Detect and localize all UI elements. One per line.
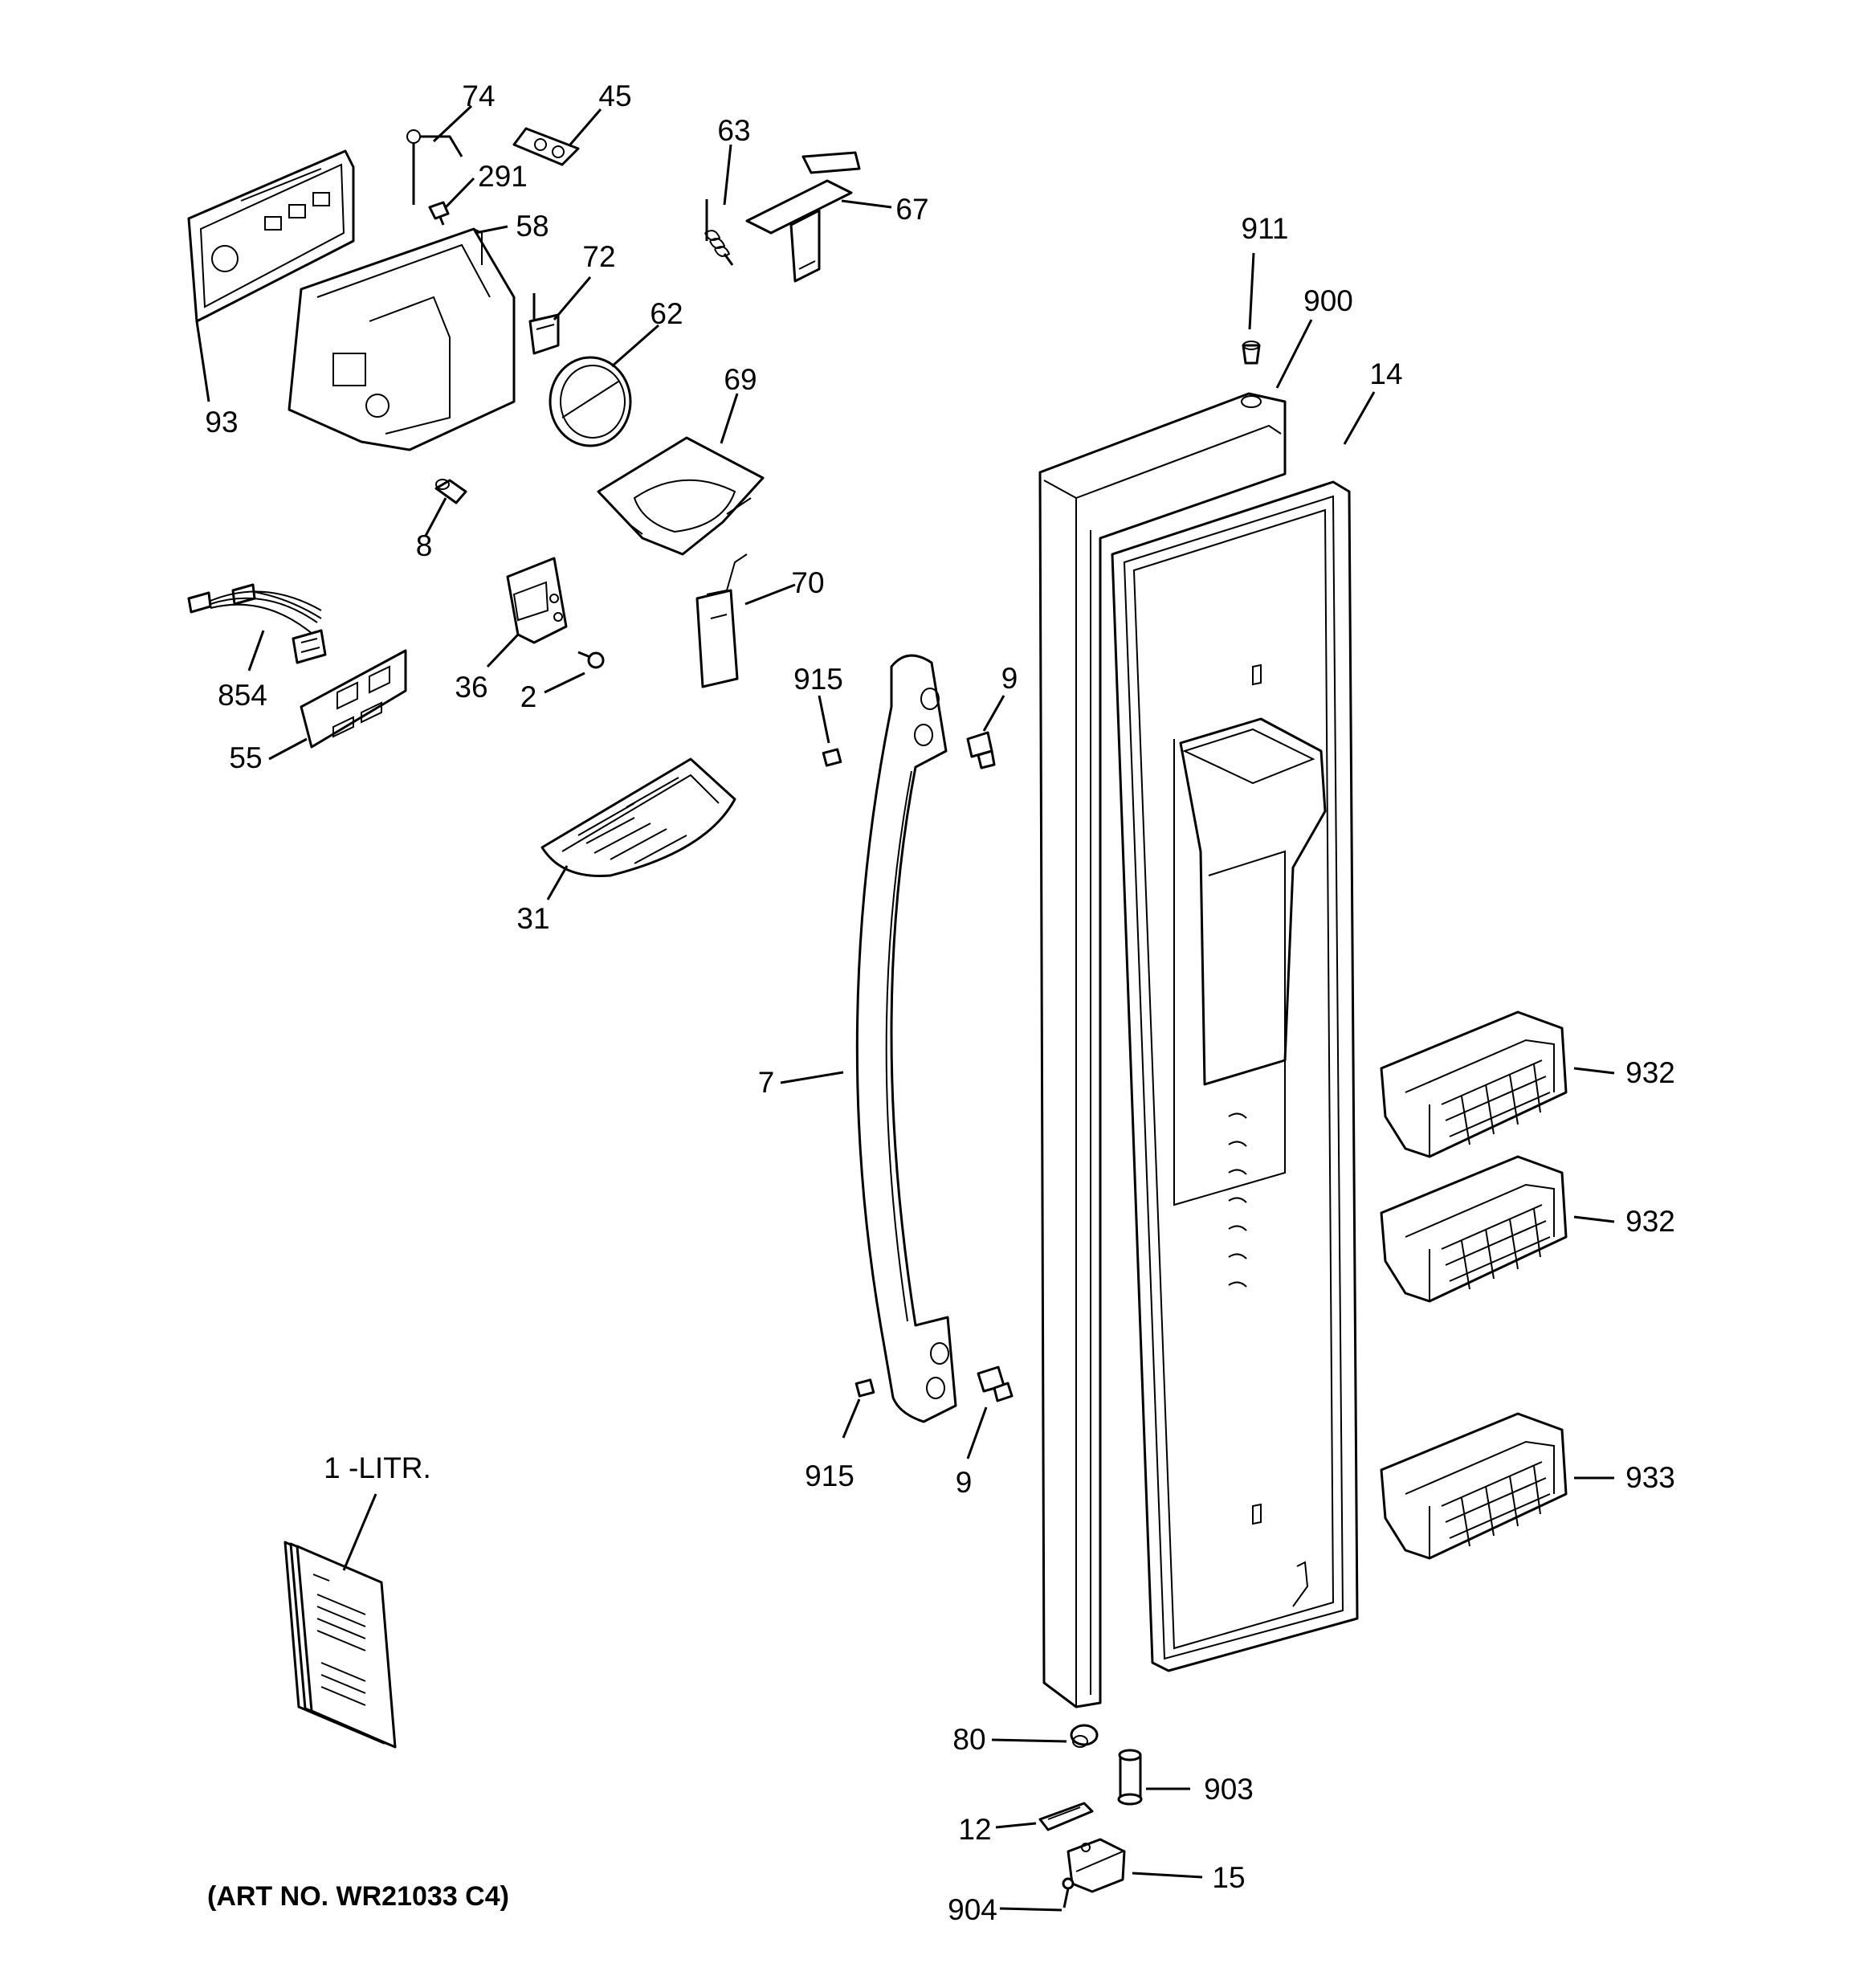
part-2-screw: [577, 651, 605, 669]
callout-14: 14: [1369, 357, 1402, 390]
callout-932-middle: 932: [1625, 1205, 1675, 1238]
callout-915-upper: 915: [793, 663, 843, 696]
part-15-hinge: [1067, 1838, 1126, 1893]
callout-1-litr: 1 -LITR.: [324, 1451, 431, 1484]
callout-67: 67: [895, 193, 928, 226]
part-36-bracket: [506, 557, 568, 644]
callout-45: 45: [598, 80, 631, 112]
callout-854: 854: [218, 679, 267, 712]
callout-932-upper: 932: [1625, 1056, 1675, 1089]
part-74-spring: [406, 129, 463, 205]
callout-72: 72: [582, 240, 615, 273]
callout-12: 12: [958, 1813, 991, 1846]
part-69-chute: [597, 436, 765, 556]
part-9-stud-upper: [966, 731, 996, 769]
callout-900: 900: [1303, 284, 1353, 317]
callout-63: 63: [717, 114, 750, 147]
part-904-screw: [1062, 1877, 1075, 1908]
part-14-door-gasket: [1111, 480, 1359, 1672]
callout-904: 904: [948, 1893, 997, 1926]
part-72-switch: [528, 293, 560, 355]
callout-62: 62: [650, 297, 683, 330]
part-932-door-bin-upper: [1380, 1010, 1568, 1158]
callout-903: 903: [1204, 1773, 1254, 1806]
part-9-stud-lower: [977, 1365, 1014, 1402]
callout-915-lower: 915: [805, 1459, 854, 1492]
callout-74: 74: [462, 80, 495, 112]
part-55-board: [300, 649, 407, 749]
part-932-door-bin-middle: [1380, 1155, 1568, 1303]
part-900-door-shell: [1038, 341, 1287, 1708]
part-62-ring: [549, 356, 632, 447]
part-7-door-handle: [855, 654, 957, 1423]
part-8-plug: [434, 479, 467, 504]
part-93-control-panel: [187, 149, 355, 323]
callout-15: 15: [1212, 1861, 1245, 1894]
callout-36: 36: [455, 671, 487, 704]
part-58-dispenser-housing: [288, 227, 516, 451]
part-70-flap: [695, 553, 748, 688]
callout-labels: 74 45 63 291 58 67 72 62 93 69 911 900 1…: [205, 80, 1674, 1926]
callout-911: 911: [1242, 212, 1289, 245]
part-915-set-screw-lower: [854, 1378, 875, 1398]
callout-55: 55: [229, 741, 262, 774]
callout-9-lower: 9: [956, 1466, 973, 1499]
callout-70: 70: [791, 566, 824, 599]
part-80-door-stop: [1070, 1724, 1099, 1748]
part-854-wire-harness: [187, 583, 327, 664]
callout-58: 58: [516, 210, 549, 243]
callout-93: 93: [205, 406, 238, 439]
part-45-bracket: [512, 127, 580, 166]
part-67-actuator: [745, 151, 861, 283]
callout-80: 80: [952, 1723, 985, 1756]
part-915-set-screw-upper: [822, 748, 842, 767]
part-1-literature-booklet: [283, 1541, 397, 1749]
callout-7: 7: [758, 1066, 775, 1099]
callout-31: 31: [516, 902, 549, 935]
callout-69: 69: [724, 363, 757, 396]
part-903-bushing: [1117, 1749, 1143, 1806]
part-12-shim: [1038, 1802, 1094, 1831]
part-933-door-bin-lower: [1380, 1412, 1568, 1560]
part-31-drip-tray: [540, 757, 736, 878]
callout-9-upper: 9: [1001, 662, 1018, 695]
art-number-caption: (ART NO. WR21033 C4): [207, 1881, 509, 1912]
callout-291: 291: [478, 160, 528, 193]
callout-8: 8: [416, 529, 433, 562]
callout-933: 933: [1625, 1461, 1675, 1494]
leader-lines: [195, 104, 1615, 1912]
part-63-spring: [704, 199, 734, 266]
part-291-screw: [428, 201, 450, 226]
callout-2: 2: [520, 680, 537, 713]
